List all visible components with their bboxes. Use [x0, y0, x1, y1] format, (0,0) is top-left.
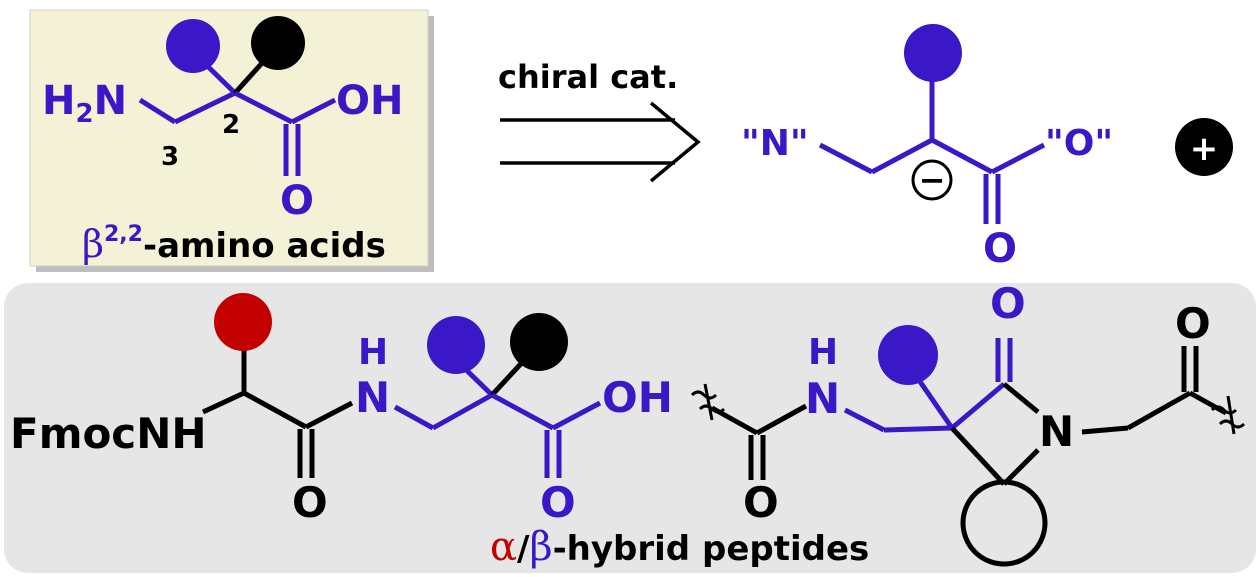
purple-substituent-sphere — [166, 19, 220, 73]
locant-2: 2 — [222, 110, 240, 140]
box-background — [4, 283, 1256, 573]
bond-spiro-lactam-carbonyl — [950, 382, 1006, 430]
quoted-o-label: "O" — [1045, 123, 1113, 164]
lactam-n-label: N — [1039, 407, 1074, 456]
bond-ch2-spiro — [883, 425, 953, 433]
peptides-caption: α/β-hybrid peptides — [490, 524, 869, 570]
arrow-label: chiral cat. — [498, 58, 678, 96]
carbonyl-oxygen-label: O — [280, 178, 314, 224]
plus-circle — [1175, 118, 1233, 176]
amide-n-label: N — [805, 374, 840, 423]
purple-substituent-sphere — [878, 325, 938, 385]
bond-n-ch2 — [393, 404, 435, 431]
bond-lactam-carbonyl-n — [1002, 382, 1040, 414]
retrosynthetic-arrow: chiral cat. — [498, 58, 701, 183]
bond-carbonyl-n — [304, 400, 354, 430]
bond-chain-carbonyl — [710, 405, 759, 436]
hydroxyl-label: OH — [336, 78, 403, 124]
bond-carbonyl-o — [990, 142, 1046, 175]
locant-3: 3 — [161, 142, 179, 172]
bond-c3-c2 — [173, 90, 237, 125]
anion-charge-symbol: − — [919, 161, 946, 199]
plus-symbol: + — [1190, 129, 1219, 169]
right-spirolactam-peptide: H N N O O O — [690, 279, 1246, 567]
bond-carbonyl-oh — [290, 97, 337, 125]
lactam-oxygen-label: O — [990, 279, 1026, 328]
amide-h-label: H — [358, 332, 388, 373]
bond-c2-carbonyl — [233, 90, 294, 125]
glycine-oxygen-label: O — [1175, 299, 1211, 348]
bond-calpha-carbonyl — [242, 390, 308, 430]
left-dipeptide: FmocNH H N OH O O — [10, 293, 673, 527]
bond-n-ch2 — [818, 142, 874, 175]
bond-n-c3 — [138, 97, 177, 125]
bond-anion-carbonyl — [930, 137, 994, 175]
carbonyl-oxygen-label: O — [743, 478, 779, 527]
fmocnh-label: FmocNH — [10, 409, 207, 458]
carbonyl-oxygen-label: O — [983, 226, 1017, 272]
arrow-head — [649, 101, 701, 183]
purple-substituent-sphere — [427, 316, 485, 374]
box-background — [29, 9, 429, 267]
red-substituent-sphere — [214, 293, 272, 351]
box-caption: β2,2-amino acids — [82, 222, 386, 266]
purple-substituent-sphere — [904, 24, 962, 82]
amide-h-label: H — [808, 332, 838, 373]
hydroxyl-label: OH — [602, 373, 673, 422]
hybrid-peptides-box: FmocNH H N OH O O — [4, 279, 1256, 573]
bond-n-ch2-glycine — [1081, 425, 1129, 435]
acid-oxygen-label: O — [540, 478, 576, 527]
quoted-n-label: "N" — [741, 123, 809, 164]
bond-n-ch2 — [843, 407, 886, 433]
bond-ch2-c-anion — [870, 137, 934, 175]
bond-carbonyl-n — [755, 403, 808, 436]
amine-label: H2N — [42, 78, 127, 129]
bond-glycine-chain — [1188, 390, 1228, 416]
bond-n-ring-carbon — [1002, 448, 1040, 486]
bond-ring-carbon-spiro — [950, 426, 1006, 486]
cycloalkane-ring — [960, 479, 1048, 567]
bond-nh-calpha — [201, 390, 246, 415]
black-substituent-sphere — [251, 16, 305, 70]
carbonyl-oxygen-label: O — [292, 478, 328, 527]
enolate-synthon: "N" "O" − O + — [741, 24, 1233, 272]
anion-charge-circle — [911, 159, 953, 201]
bond-carbonyl-oh — [551, 400, 602, 431]
bond-ch2-carbonyl-glycine — [1126, 390, 1192, 431]
black-substituent-sphere — [510, 313, 568, 371]
bond-cquat-carbonyl — [490, 392, 555, 431]
right-chain-break — [1210, 395, 1246, 435]
bond-ch2-cquat — [431, 392, 494, 431]
beta-amino-acid-box: H2N OH O 2 3 β2,2-amino acids — [29, 9, 434, 272]
amide-n-label: N — [355, 373, 390, 422]
